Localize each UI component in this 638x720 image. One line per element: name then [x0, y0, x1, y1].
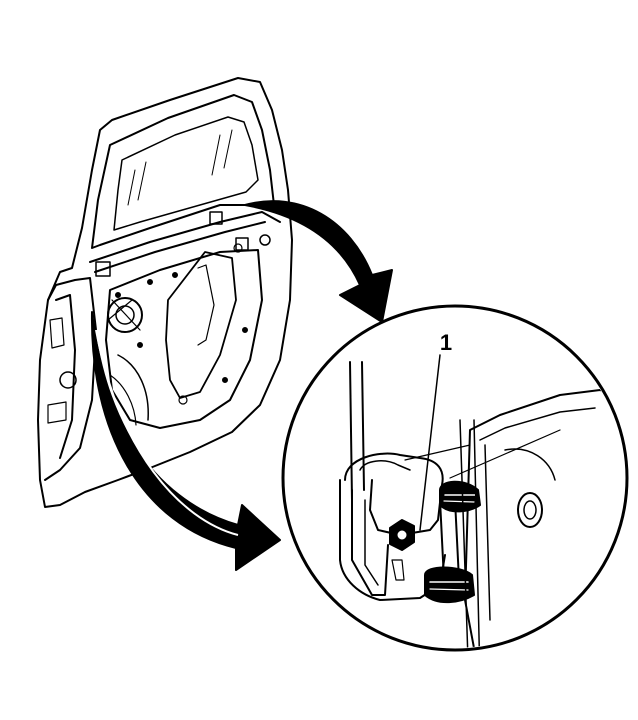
- callout-leader: [419, 354, 441, 531]
- upper-arrow: [244, 200, 393, 323]
- rear-door-assembly: [37, 77, 293, 508]
- callout-label-1: 1: [440, 330, 452, 355]
- lower-arrow: [90, 311, 281, 571]
- view-arrows: [90, 200, 393, 571]
- detail-circle: [281, 304, 629, 652]
- detail-view: 1: [281, 304, 629, 652]
